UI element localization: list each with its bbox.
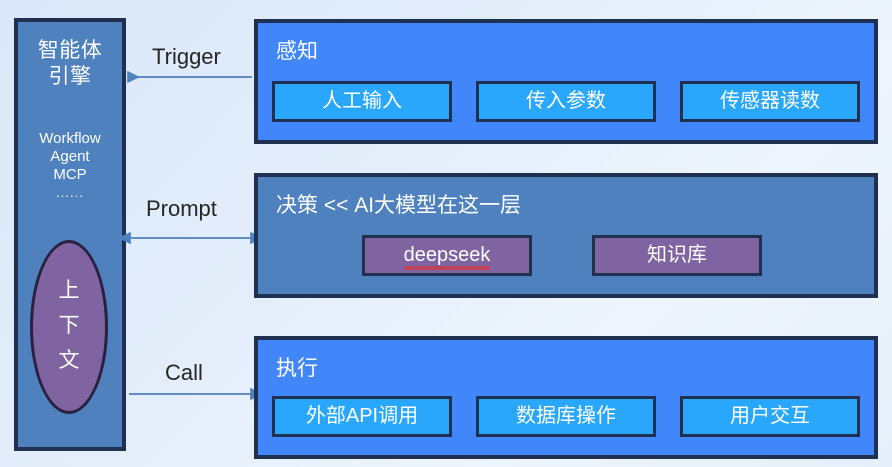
connector-label-prompt: Prompt — [146, 196, 217, 221]
agent-engine-title: 智能体 引擎 — [18, 38, 122, 90]
chip-external-api-call[interactable]: 外部API调用 — [272, 396, 452, 437]
chip-deepseek[interactable]: deepseek — [362, 235, 532, 276]
context-char-3: 文 — [58, 349, 80, 372]
agent-engine-subtitle-mcp: MCP — [53, 166, 87, 183]
chip-manual-input[interactable]: 人工输入 — [272, 81, 452, 122]
chip-deepseek-label: deepseek — [403, 238, 490, 273]
agent-engine-box[interactable]: 智能体 引擎 Workflow Agent MCP ...... 上 下 文 — [14, 18, 126, 451]
agent-engine-subtitle-workflow: Workflow — [39, 130, 101, 147]
agent-engine-subtitle: Workflow Agent MCP — [18, 130, 122, 184]
context-char-1: 上 — [58, 279, 80, 302]
context-label: 上 下 文 — [33, 273, 105, 378]
execution-chip-row: 外部API调用 数据库操作 用户交互 — [272, 396, 860, 437]
connector-label-trigger: Trigger — [152, 44, 221, 69]
perception-chip-row: 人工输入 传入参数 传感器读数 — [272, 81, 860, 122]
agent-engine-subtitle-agent: Agent — [50, 148, 90, 165]
connector-label-call: Call — [165, 360, 203, 385]
agent-engine-title-line2: 引擎 — [48, 65, 92, 88]
decision-chip-row: deepseek 知识库 — [272, 235, 860, 276]
context-ellipse[interactable]: 上 下 文 — [30, 240, 108, 414]
execution-layer-title: 执行 — [276, 357, 318, 380]
agent-engine-ellipsis: ...... — [56, 185, 84, 200]
perception-layer-title: 感知 — [276, 40, 318, 63]
perception-layer[interactable]: 感知 人工输入 传入参数 传感器读数 — [254, 19, 878, 144]
chip-sensor-readings[interactable]: 传感器读数 — [680, 81, 860, 122]
context-char-2: 下 — [58, 314, 80, 337]
decision-layer-title: 决策 << AI大模型在这一层 — [276, 194, 522, 217]
chip-database-operation[interactable]: 数据库操作 — [476, 396, 656, 437]
decision-layer[interactable]: 决策 << AI大模型在这一层 deepseek 知识库 — [254, 173, 878, 298]
chip-knowledge-base[interactable]: 知识库 — [592, 235, 762, 276]
chip-user-interaction[interactable]: 用户交互 — [680, 396, 860, 437]
execution-layer[interactable]: 执行 外部API调用 数据库操作 用户交互 — [254, 336, 878, 459]
chip-input-parameters[interactable]: 传入参数 — [476, 81, 656, 122]
agent-engine-title-line1: 智能体 — [37, 39, 103, 62]
